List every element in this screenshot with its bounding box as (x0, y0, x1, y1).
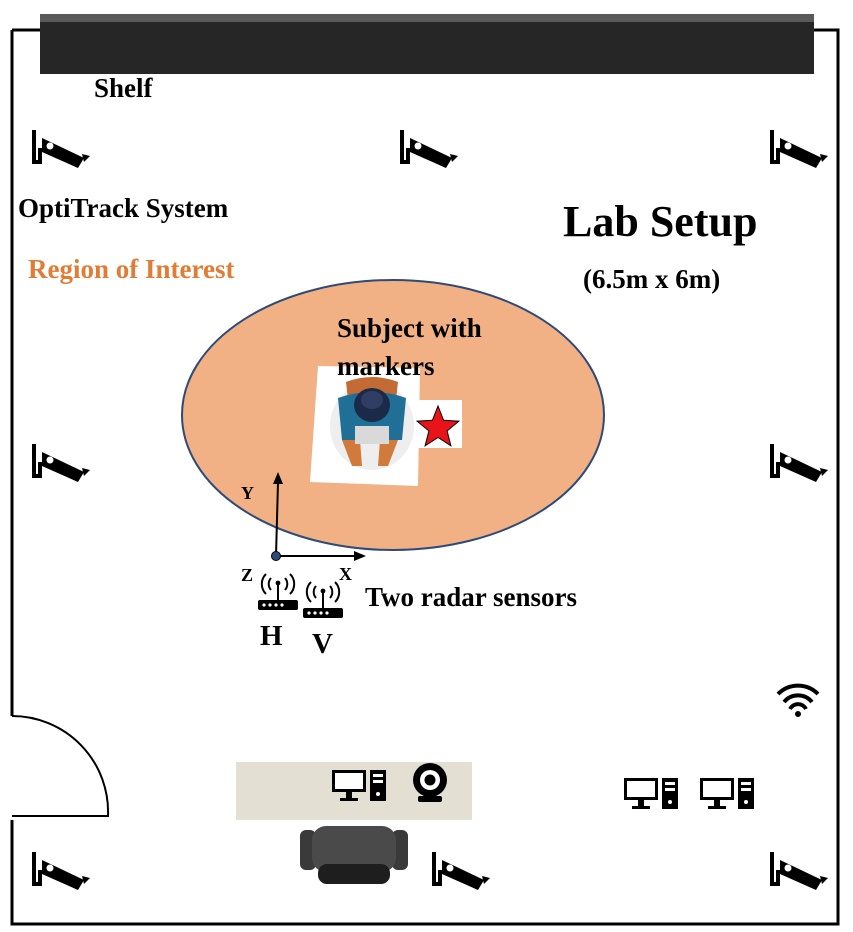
office-chair-icon (300, 826, 408, 884)
security-camera-icon (770, 850, 830, 892)
radar-router-icon-v (302, 581, 344, 619)
axis-y-label: Y (241, 483, 254, 503)
subject-figure (330, 377, 414, 470)
subject-label-line1: Subject with (337, 313, 482, 343)
axis-z-label: Z (241, 565, 254, 585)
door (11, 714, 110, 817)
desktop-computer-icon (700, 778, 754, 809)
sensor-v-label: V (312, 628, 333, 660)
security-camera-icon (32, 128, 92, 170)
radar-router-icon-h (257, 573, 299, 611)
optitrack-label: OptiTrack System (18, 193, 229, 223)
security-camera-icon (32, 442, 92, 484)
webcam-icon (413, 763, 447, 802)
shelf-label: Shelf (94, 73, 153, 103)
dimensions-label: (6.5m x 6m) (583, 264, 721, 294)
shelf (40, 14, 814, 74)
coordinate-axes (271, 472, 366, 561)
security-camera-icon (32, 850, 92, 892)
security-camera-icon (770, 442, 830, 484)
security-camera-icon (432, 850, 492, 892)
subject-label-line2: markers (337, 351, 435, 381)
security-camera-icon (770, 128, 830, 170)
wifi-icon (776, 683, 820, 717)
sensor-h-label: H (260, 620, 283, 652)
star-marker-icon (415, 404, 461, 447)
radar-label: Two radar sensors (365, 582, 578, 612)
desktop-computer-icon (624, 778, 678, 809)
page-title: Lab Setup (563, 197, 758, 246)
axis-x-label: X (339, 564, 352, 584)
security-camera-icon (400, 128, 460, 170)
region-label: Region of Interest (28, 254, 235, 284)
